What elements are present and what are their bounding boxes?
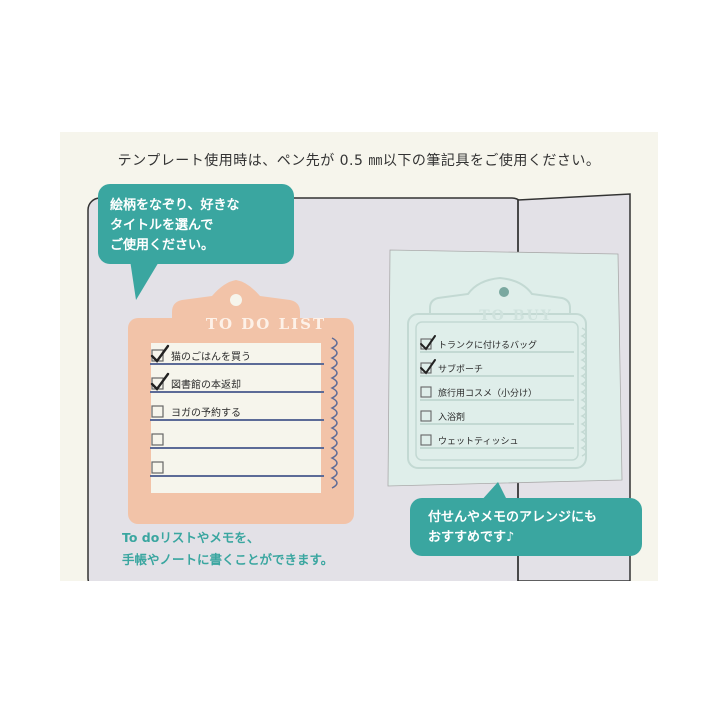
bubble-right-line: おすすめです♪ (428, 530, 515, 545)
todo-item: 図書館の本返却 (171, 380, 241, 391)
speech-bubble-right (410, 482, 642, 556)
check-marks-left (150, 344, 170, 391)
caption-line: 手帳やノートに書くことができます。 (122, 552, 334, 567)
usage-instruction: テンプレート使用時は、ペン先が 0.5 ㎜以下の筆記具をご使用ください。 (117, 153, 601, 169)
todo-list-title: TO DO LIST (205, 315, 327, 333)
speech-bubble-left (98, 184, 294, 300)
illustration-panel: テンプレート使用時は、ペン先が 0.5 ㎜以下の筆記具をご使用ください。 絵柄を… (60, 132, 658, 581)
to-buy-title: TO BUY (479, 308, 553, 324)
check-marks-right (420, 335, 436, 375)
to-buy-item: ウェットティッシュ (438, 437, 519, 447)
todo-item: 猫のごはんを買う (171, 352, 251, 363)
bottom-caption: To doリストやメモを、 手帳やノートに書くことができます。 (122, 527, 372, 571)
caption-line: To doリストやメモを、 (122, 530, 260, 545)
todo-clipboard-peach (128, 280, 354, 524)
to-buy-item: トランクに付けるバッグ (438, 341, 538, 351)
bubble-right-text: 付せんやメモのアレンジにも おすすめです♪ (428, 508, 638, 548)
notebook-illustration (87, 184, 642, 581)
bubble-left-line: 絵柄をなぞり、好きな (110, 198, 240, 213)
bubble-left-text: 絵柄をなぞり、好きな タイトルを選んで ご使用ください。 (110, 196, 280, 256)
todo-item: ヨガの予約する (171, 408, 241, 419)
bubble-right-line: 付せんやメモのアレンジにも (428, 510, 598, 525)
bubble-left-line: ご使用ください。 (110, 238, 215, 253)
to-buy-item: サブポーチ (438, 365, 484, 375)
to-buy-item: 旅行用コスメ（小分け） (438, 389, 538, 399)
bubble-left-line: タイトルを選んで (110, 218, 214, 233)
to-buy-item: 入浴剤 (438, 413, 466, 423)
to-buy-sticky-note (387, 249, 623, 487)
